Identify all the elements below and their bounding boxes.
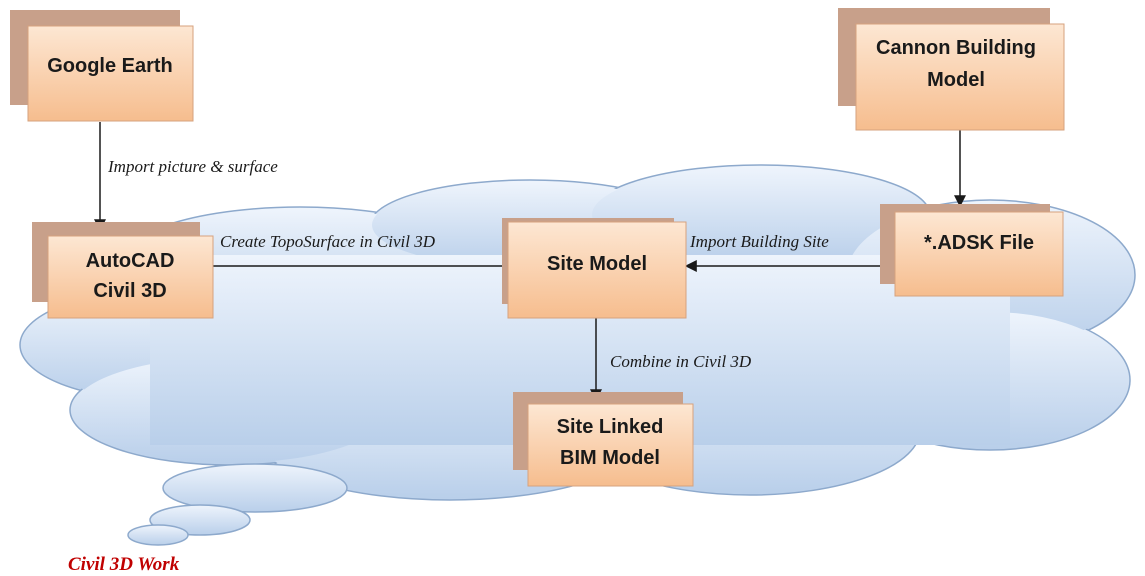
node-label-line-1: Cannon Building [876,37,1036,59]
edge-label-import-building: Import Building Site [689,232,829,251]
node-label-line-2: BIM Model [560,447,660,469]
node-box [47,235,214,319]
thought-bubble-large [162,463,348,513]
node-box [27,25,194,122]
edge-label-import-picture: Import picture & surface [107,157,278,176]
node-box [855,23,1065,131]
node-cannon-building: Cannon Building Model [838,8,1065,131]
node-site-linked: Site Linked BIM Model [513,392,694,487]
edge-label-create-topo: Create TopoSurface in Civil 3D [220,232,436,251]
node-box [527,403,694,487]
thought-bubble-small [127,524,189,546]
node-label-line-1: AutoCAD [86,250,175,272]
node-box [894,211,1064,297]
cloud-caption: Civil 3D Work [68,554,180,575]
node-label: Site Model [547,253,647,275]
node-site-model: Site Model [502,218,687,319]
arrows [94,122,966,402]
node-label-line-1: Site Linked [557,416,664,438]
node-label-line-2: Civil 3D [93,280,166,302]
edge-label-combine: Combine in Civil 3D [610,352,752,371]
node-google-earth: Google Earth [10,10,194,122]
node-adsk-file: *.ADSK File [880,204,1064,297]
node-label: Google Earth [47,55,173,77]
node-label: *.ADSK File [924,232,1034,254]
node-label-line-2: Model [927,69,985,91]
node-autocad: AutoCAD Civil 3D [32,222,214,319]
node-box [507,221,687,319]
